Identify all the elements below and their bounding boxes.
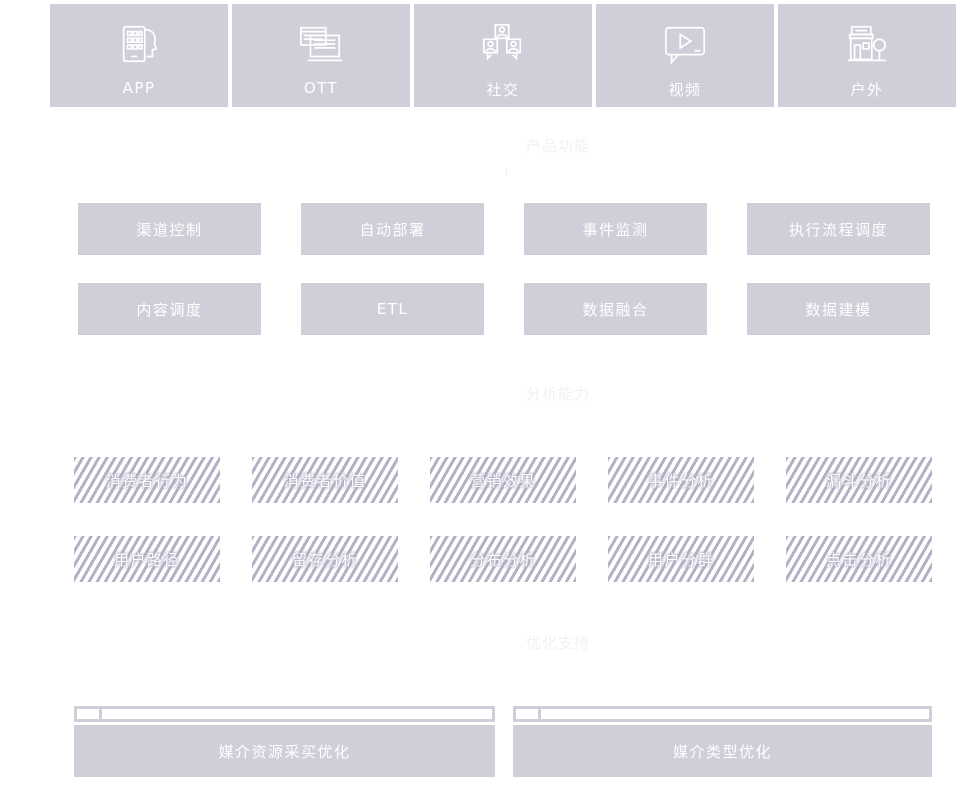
connector-line [506, 168, 507, 176]
analysis-block: 消费者行为 [74, 457, 220, 503]
bar-divider [99, 709, 102, 719]
channel-social[interactable]: 社交 [414, 4, 592, 107]
optimization-section-title: 优化支持 [525, 634, 590, 652]
function-block: 自动部署 [301, 203, 484, 255]
channel-label: 社交 [486, 81, 520, 99]
screen-devices-icon [297, 21, 345, 69]
analysis-block: 用户分群 [608, 536, 754, 582]
analysis-block: 营销效果 [430, 457, 576, 503]
outdoor-store-icon [843, 21, 891, 69]
function-block: ETL [301, 283, 484, 335]
function-block: 数据融合 [524, 283, 707, 335]
function-block: 事件监测 [524, 203, 707, 255]
optimization-block: 媒介资源采买优化 [74, 725, 495, 777]
channel-label: 户外 [850, 81, 884, 99]
function-block: 内容调度 [78, 283, 261, 335]
analysis-block: 消费者价值 [252, 457, 398, 503]
analysis-block: 用户路径 [74, 536, 220, 582]
function-block: 数据建模 [747, 283, 930, 335]
functions-section-title: 产品功能 [525, 137, 590, 155]
social-people-icon [479, 21, 527, 69]
channel-outdoor[interactable]: 户外 [778, 4, 956, 107]
analysis-block: 事件分析 [608, 457, 754, 503]
channel-label: OTT [303, 79, 339, 97]
channel-label: 视频 [668, 81, 702, 99]
progress-bar [74, 706, 495, 722]
channel-app[interactable]: APP [50, 4, 228, 107]
video-play-icon [661, 21, 709, 69]
mobile-app-icon [115, 21, 163, 69]
progress-bar [513, 706, 932, 722]
optimization-block: 媒介类型优化 [513, 725, 932, 777]
analysis-section-title: 分析能力 [525, 385, 590, 403]
channel-label: APP [122, 79, 156, 97]
bar-divider [538, 709, 541, 719]
analysis-block: 漏斗分析 [786, 457, 932, 503]
analysis-block: 点击分析 [786, 536, 932, 582]
analysis-block: 分布分析 [430, 536, 576, 582]
analysis-block: 留存分析 [252, 536, 398, 582]
function-block: 执行流程调度 [747, 203, 930, 255]
channel-video[interactable]: 视频 [596, 4, 774, 107]
function-block: 渠道控制 [78, 203, 261, 255]
channel-ott[interactable]: OTT [232, 4, 410, 107]
